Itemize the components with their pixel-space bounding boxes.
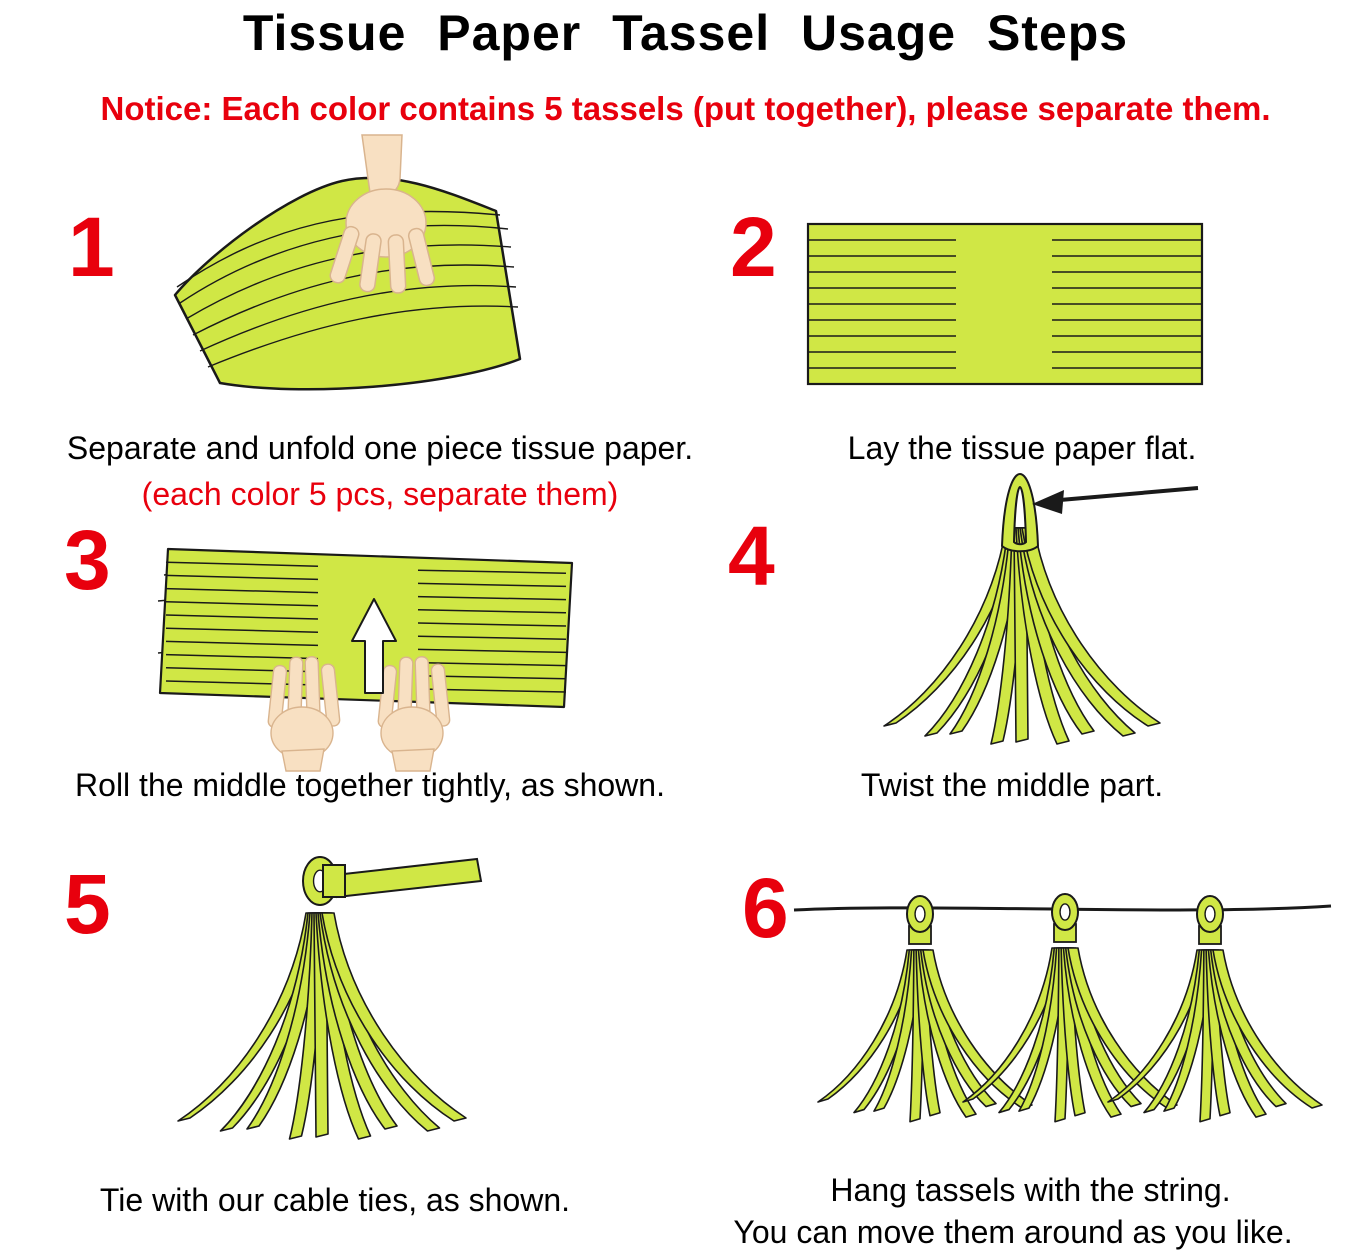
step-6-caption-line2: You can move them around as you like. xyxy=(733,1214,1293,1250)
step-6-illustration-hanging-tassels-icon xyxy=(793,893,1332,1123)
notice-text: Notice: Each color contains 5 tassels (p… xyxy=(100,90,1271,127)
step-5-number: 5 xyxy=(64,857,111,951)
step-3-illustration-hands-rolling-icon xyxy=(157,547,574,772)
step-1-caption: Separate and unfold one piece tissue pap… xyxy=(66,430,694,466)
step-4-caption: Twist the middle part. xyxy=(860,767,1164,803)
step-6-number: 6 xyxy=(742,861,789,955)
step-1-subcaption: (each color 5 pcs, separate them) xyxy=(141,476,619,512)
step-1-number: 1 xyxy=(68,200,115,294)
step-3-number: 3 xyxy=(64,513,111,607)
step-2-illustration-flat-tissue-icon xyxy=(806,222,1204,386)
step-4-illustration-twisted-tassel-icon xyxy=(883,472,1199,745)
step-5-illustration-cable-tie-tassel-icon xyxy=(177,856,483,1140)
step-1-illustration-hand-unfold-tissue-icon xyxy=(173,134,522,391)
step-3-caption: Roll the middle together tightly, as sho… xyxy=(75,767,665,803)
step-6-caption: Hang tassels with the string. xyxy=(830,1172,1231,1208)
step-2-number: 2 xyxy=(730,200,777,294)
step-5-caption: Tie with our cable ties, as shown. xyxy=(99,1182,571,1218)
page-title: Tissue Paper Tassel Usage Steps xyxy=(242,5,1129,61)
step-2-caption: Lay the tissue paper flat. xyxy=(847,430,1197,466)
step-4-number: 4 xyxy=(728,509,775,603)
